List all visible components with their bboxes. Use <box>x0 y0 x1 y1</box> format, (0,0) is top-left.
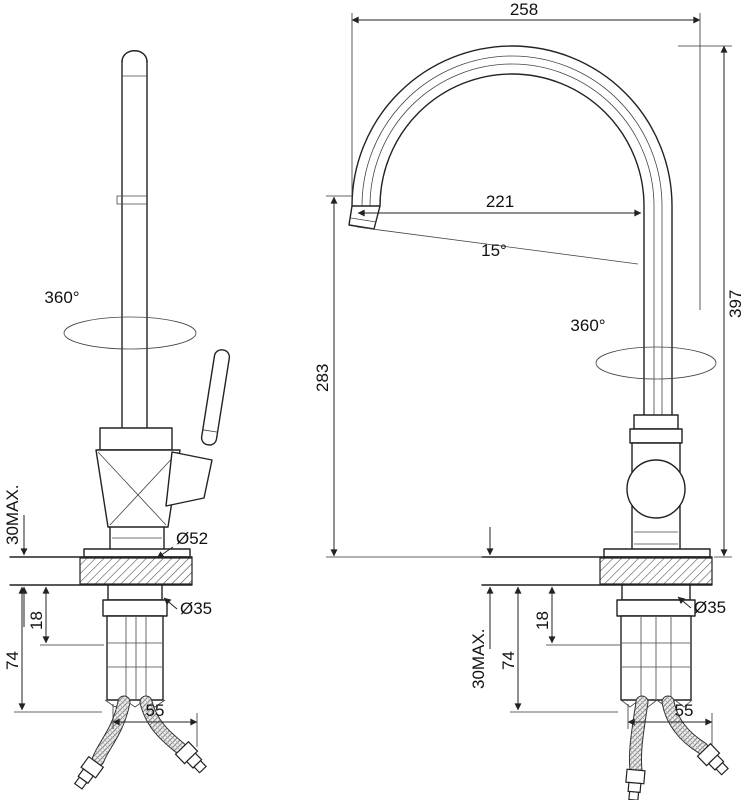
spout-inner-edge <box>379 73 645 416</box>
handle-outline <box>200 349 231 446</box>
height-397-label: 397 <box>726 290 745 318</box>
spout-cap <box>121 50 148 63</box>
shank-flange <box>107 584 163 601</box>
leader-line <box>677 596 692 609</box>
dim-deck-thickness-left: 30MAX. <box>3 485 28 627</box>
mounting-nut <box>616 599 696 617</box>
rotation-label: 360° <box>44 288 79 307</box>
body-detail-line <box>109 451 179 526</box>
base-plate-hatched <box>599 557 713 585</box>
fitting-tip <box>628 790 640 800</box>
reach-221-label: 221 <box>486 192 514 211</box>
supply-hoses <box>73 695 207 790</box>
spout-highlight-line <box>369 63 655 415</box>
spout-outer-edge <box>351 45 673 416</box>
dim-overall-width: 258 <box>351 0 701 310</box>
dim-hose-55-right: 55 <box>627 701 713 746</box>
mixer-body <box>603 414 711 558</box>
mounting-shank <box>102 584 168 708</box>
body-collar <box>99 427 173 451</box>
base-flange <box>603 548 711 558</box>
fitting-tip <box>193 759 207 774</box>
rotation-ellipse <box>63 316 197 350</box>
depth-74-label: 74 <box>3 651 22 670</box>
body-cone <box>95 449 181 528</box>
dim-shank-diameter-right: Ø35 <box>677 596 726 617</box>
fitting-tip <box>73 776 88 790</box>
handle-socket <box>165 451 213 507</box>
leader-line <box>156 546 174 559</box>
fitting-neck <box>627 781 642 794</box>
dim-depth-74-right: 74 <box>499 586 618 713</box>
hose-55-label: 55 <box>675 701 694 720</box>
dia52-label: Ø52 <box>176 529 208 548</box>
hose-fitting <box>174 740 207 774</box>
mounting-shank <box>616 584 696 708</box>
shank-tube <box>106 615 164 701</box>
handle-ring-line <box>202 429 218 433</box>
hose-fitting <box>696 742 729 776</box>
dim-spout-angle: 15° <box>356 226 639 265</box>
height-283-label: 283 <box>313 364 332 392</box>
side-view: 360° <box>3 50 231 790</box>
angle-15-label: 15° <box>481 241 507 260</box>
dim-deck-thickness-right: 30MAX. <box>469 527 494 689</box>
fitting-tip <box>715 761 729 776</box>
depth-74-label: 74 <box>499 651 518 670</box>
dim-depth-74-left: 74 <box>3 586 102 713</box>
dim-depth-18-left: 18 <box>27 586 104 646</box>
hose-55-label: 55 <box>146 701 165 720</box>
deck-max-label: 30MAX. <box>469 629 488 689</box>
spout-highlight-line <box>361 55 663 415</box>
countertop-section <box>9 556 193 586</box>
handle-boss-circle <box>626 459 686 519</box>
dim-base-diameter: Ø52 <box>156 529 208 559</box>
rotation-label: 360° <box>570 316 605 335</box>
thread-break-line <box>620 699 693 708</box>
dim-shank-diameter-left: Ø35 <box>163 597 212 618</box>
dim-hose-55-left: 55 <box>112 701 198 747</box>
base-plate-hatched <box>79 557 193 585</box>
supply-hoses <box>625 695 729 800</box>
leader-line <box>163 597 178 610</box>
dim-spout-reach: 221 <box>357 192 642 217</box>
outlet-step <box>116 195 122 205</box>
dim-spout-height: 283 <box>313 195 486 558</box>
hose-braid <box>92 696 130 766</box>
front-view: 360° <box>313 0 745 800</box>
gooseneck-spout <box>348 45 673 416</box>
aerator-line <box>350 217 377 223</box>
depth-18-label: 18 <box>27 611 46 630</box>
handle-lever <box>200 349 231 446</box>
shank-flange <box>621 584 691 601</box>
rotation-ellipse <box>595 346 717 380</box>
thread-break-line <box>104 699 166 708</box>
body-collar <box>633 414 679 430</box>
hose-braid <box>140 696 186 754</box>
angle-reference-line <box>356 226 639 265</box>
fitting-nut <box>625 768 646 785</box>
width-258-label: 258 <box>510 0 538 19</box>
faucet-body <box>83 427 213 558</box>
hose-fitting <box>625 768 646 800</box>
hose-braid <box>662 696 708 754</box>
spout-tube <box>116 50 148 429</box>
dia35-label: Ø35 <box>694 598 726 617</box>
swivel-ring <box>629 428 683 444</box>
dia35-label: Ø35 <box>180 599 212 618</box>
countertop-section <box>481 556 713 586</box>
base-flange <box>83 548 191 558</box>
spout-nozzle <box>348 205 381 230</box>
hose-braid <box>629 696 648 776</box>
mounting-nut <box>102 599 168 617</box>
hose-fitting <box>73 755 105 790</box>
dim-overall-height: 397 <box>678 45 745 558</box>
body-detail-line <box>97 451 167 526</box>
deck-max-label: 30MAX. <box>3 485 22 545</box>
depth-18-label: 18 <box>533 611 552 630</box>
dim-depth-18-right: 18 <box>533 586 620 646</box>
